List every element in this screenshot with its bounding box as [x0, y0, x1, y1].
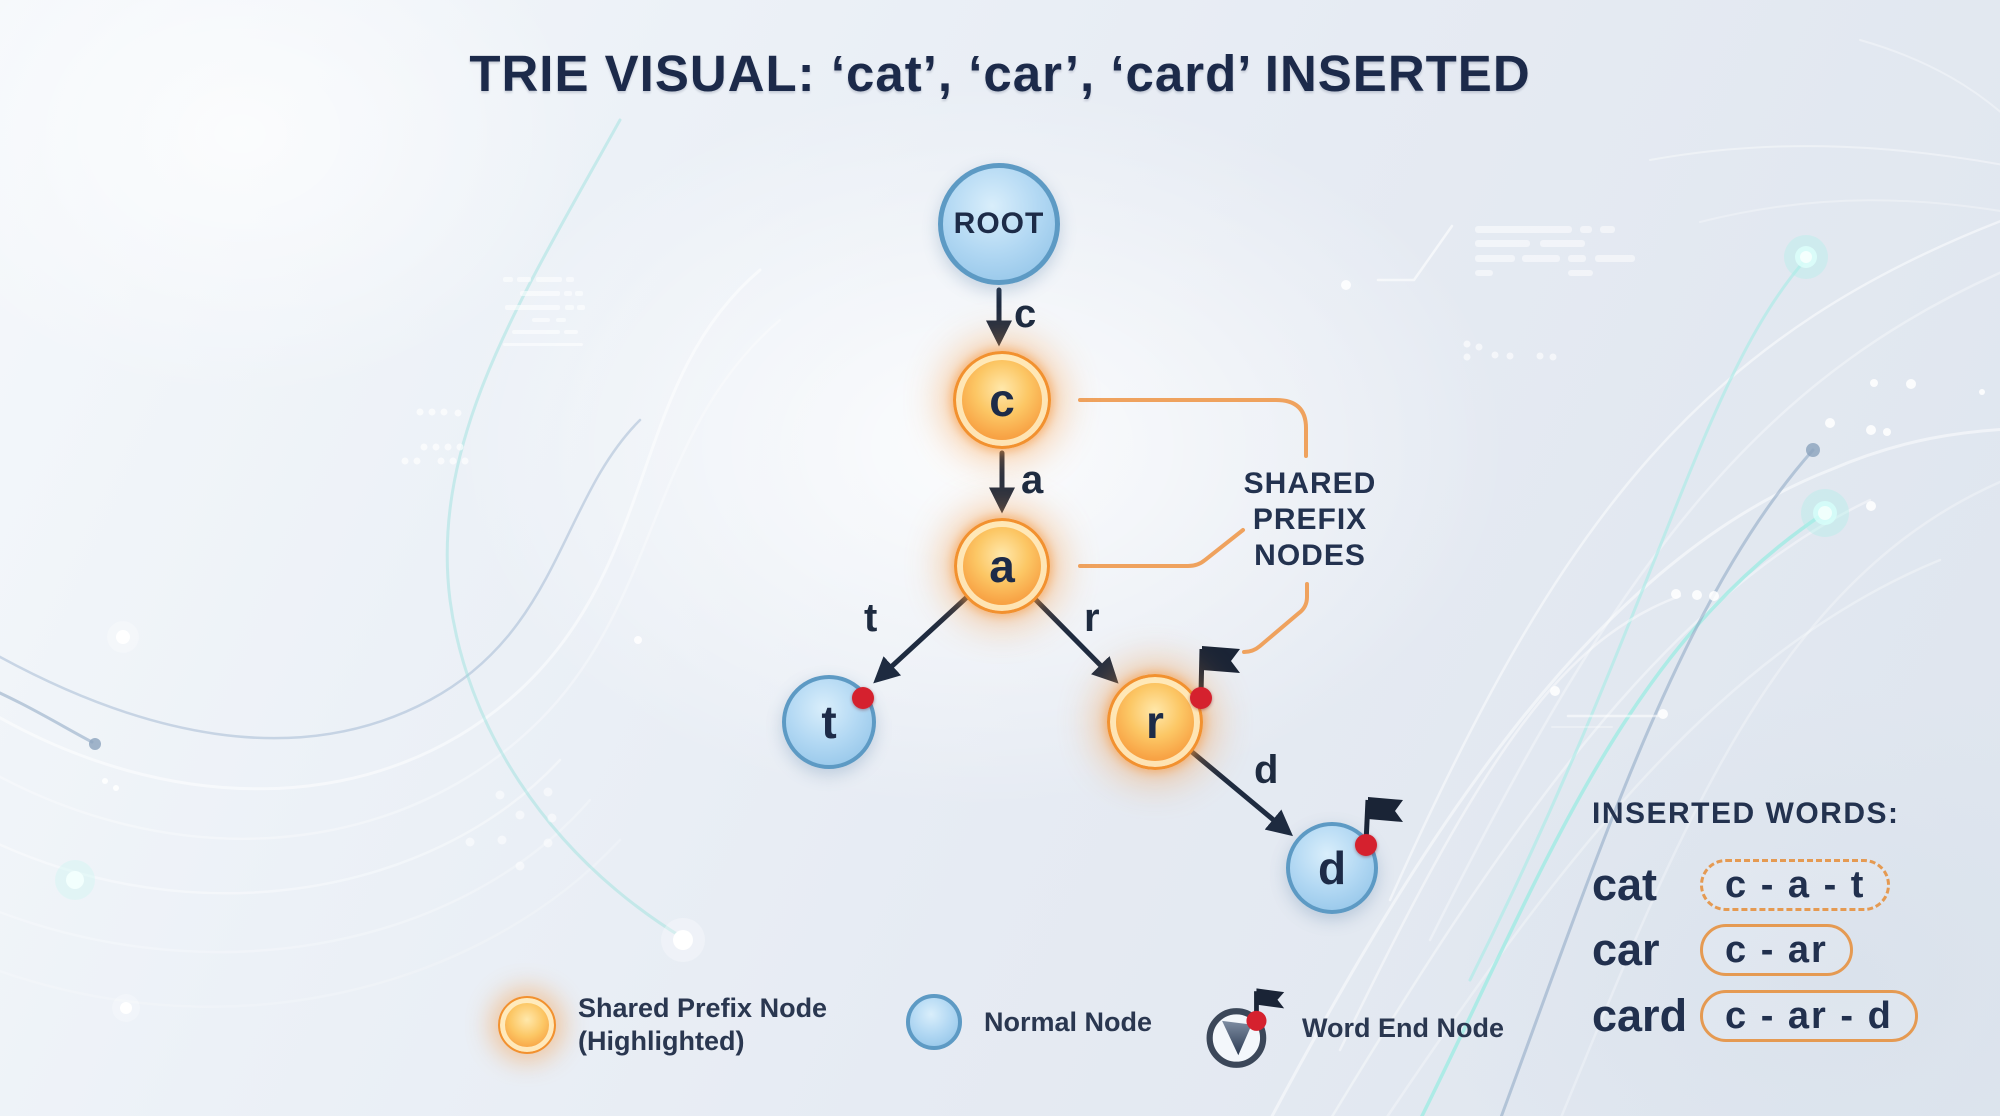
node-letter-c: c: [989, 374, 1015, 426]
edge-r-d: [1189, 749, 1293, 837]
callout-line-2: PREFIX: [1252, 503, 1368, 536]
callout-line-c: [1078, 398, 1308, 458]
word-end-node-icon: [1206, 988, 1285, 1068]
node-letter-r: r: [1146, 696, 1164, 748]
node-letter-t: t: [821, 696, 837, 748]
trie-node-r: r: [1107, 674, 1203, 770]
edge-label-t: t: [864, 596, 878, 640]
callout-line-3: NODES: [1254, 539, 1366, 572]
legend-shared-prefix-label: Shared Prefix Node: [578, 993, 828, 1023]
word-car: car: [1592, 924, 1660, 975]
edge-label-c: c: [1014, 292, 1037, 336]
pixel-bars-right: [1475, 226, 1635, 276]
pixel-bars-left: [503, 277, 585, 346]
legend-item-shared-prefix: Shared Prefix Node (Highlighted): [498, 992, 827, 1058]
inserted-word-row-car: car c - ar: [1592, 924, 1853, 976]
callout-line-a: [1078, 528, 1245, 568]
dot-cluster-mid: [465, 787, 557, 871]
edge-label-r: r: [1084, 596, 1100, 640]
legend-item-word-end: Word End Node: [1202, 982, 1504, 1074]
shared-prefix-node-icon: [498, 996, 556, 1054]
word-end-dot-t: [852, 687, 874, 709]
flag-icon-r: [1198, 646, 1240, 695]
word-card: card: [1592, 990, 1688, 1041]
legend-word-end-label: Word End Node: [1302, 1012, 1504, 1043]
edge-a-r: [1033, 597, 1119, 684]
node-letter-d: d: [1317, 842, 1347, 894]
legend-normal-label: Normal Node: [984, 1006, 1153, 1037]
inserted-word-row-card: card c - ar - d: [1592, 990, 1918, 1042]
legend-shared-prefix-sublabel: (Highlighted): [578, 1026, 745, 1056]
trie-node-t: t: [782, 675, 876, 769]
edge-a-t: [873, 595, 969, 684]
word-end-dot-r: [1190, 687, 1212, 709]
node-letter-a: a: [989, 540, 1015, 592]
word-end-dot-d: [1355, 834, 1377, 856]
path-pill-card: c - ar - d: [1700, 990, 1918, 1042]
page-title: TRIE VISUAL: ‘cat’, ‘car’, ‘card’ INSERT…: [469, 45, 1531, 102]
dot-cluster-left: [401, 408, 469, 465]
word-cat: cat: [1592, 859, 1658, 910]
edge-label-d: d: [1254, 748, 1279, 792]
edge-label-a: a: [1021, 458, 1044, 502]
path-pill-cat: c - a - t: [1700, 859, 1891, 911]
dot-cluster-right: [1463, 340, 1557, 361]
inserted-word-row-cat: cat c - a - t: [1592, 859, 1891, 911]
normal-node-icon: [906, 994, 962, 1050]
trie-node-a: a: [954, 518, 1050, 614]
callout-line-r: [1242, 582, 1309, 654]
trie-node-root: ROOT: [938, 163, 1060, 285]
callout-line-1: SHARED: [1243, 467, 1377, 500]
trie-node-c: c: [953, 351, 1051, 449]
glow-dots: [55, 235, 1849, 1022]
path-pill-car: c - ar: [1700, 924, 1853, 976]
shared-prefix-callout: SHARED PREFIX NODES: [1238, 466, 1382, 574]
inserted-words-header: INSERTED WORDS:: [1592, 797, 1900, 830]
root-node-label: ROOT: [953, 207, 1045, 240]
legend-item-normal: Normal Node: [906, 994, 1152, 1050]
